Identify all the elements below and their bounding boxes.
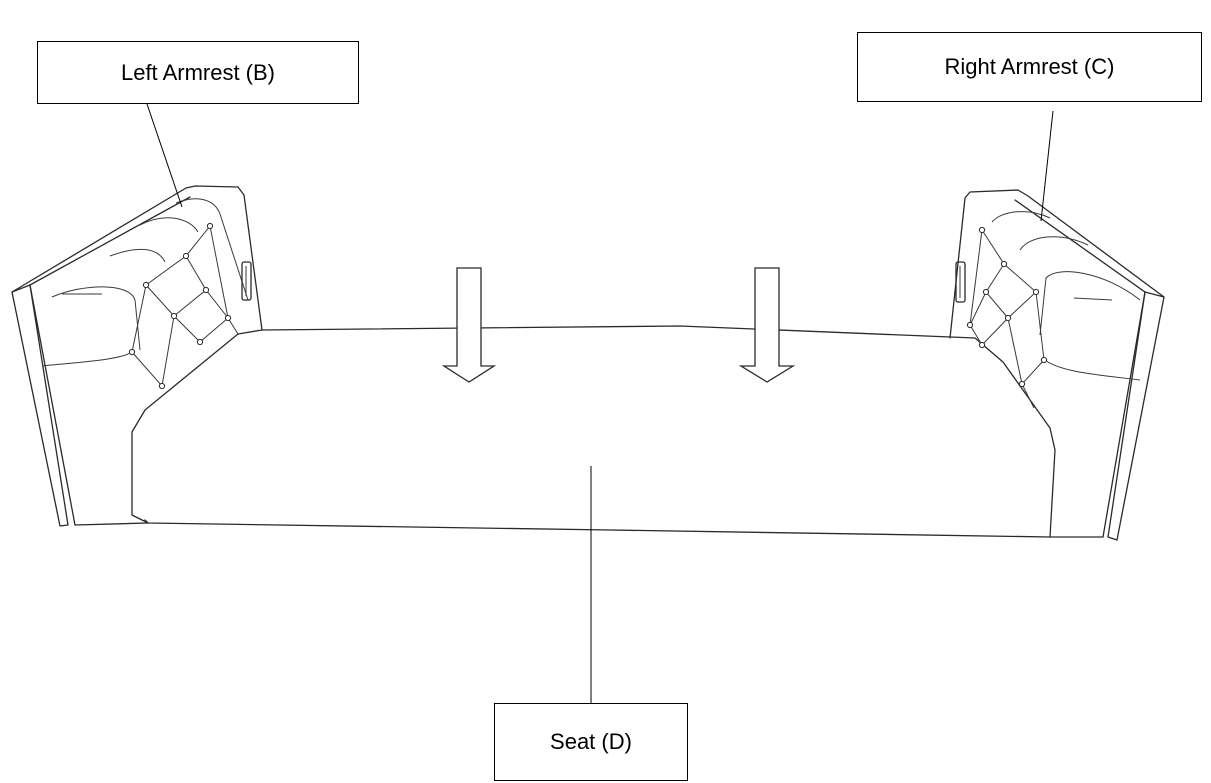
left-armrest xyxy=(11,185,263,527)
left-armrest-label: Left Armrest (B) xyxy=(37,41,359,104)
seat-cushion xyxy=(131,325,1056,538)
right-armrest xyxy=(949,189,1165,541)
down-arrow-left xyxy=(441,267,497,383)
leader-line-right-armrest xyxy=(1040,110,1054,222)
down-arrow-right xyxy=(738,267,796,383)
leader-line-left-armrest xyxy=(146,103,183,208)
right-armrest-label: Right Armrest (C) xyxy=(857,32,1202,102)
seat-label: Seat (D) xyxy=(494,703,688,781)
